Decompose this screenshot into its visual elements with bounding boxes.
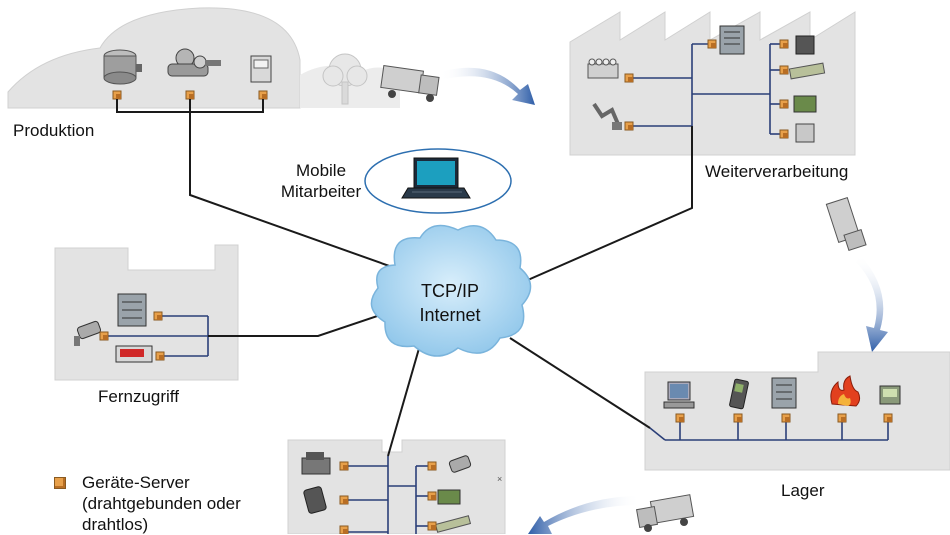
produktion-building bbox=[7, 7, 400, 113]
scanner-icon bbox=[729, 378, 749, 410]
svg-text:×: × bbox=[497, 474, 502, 484]
robot-arm-icon bbox=[592, 102, 622, 130]
cash-register-icon bbox=[301, 452, 331, 475]
network-links bbox=[189, 112, 693, 457]
fernzugriff-label: Fernzugriff bbox=[98, 387, 179, 406]
lager-label: Lager bbox=[781, 481, 825, 500]
laptop-icon bbox=[401, 157, 471, 199]
produktion-label: Produktion bbox=[13, 121, 95, 140]
device-server-icon bbox=[54, 477, 66, 489]
flow-arrow bbox=[528, 496, 640, 534]
meter-icon bbox=[250, 55, 272, 83]
legend-line1: Geräte-Server bbox=[82, 473, 190, 492]
valve-icon bbox=[167, 48, 221, 77]
mobile-label: Mobile Mitarbeiter bbox=[266, 160, 376, 202]
lager-building bbox=[644, 351, 950, 471]
fernzugriff-building bbox=[54, 244, 239, 381]
mobile-label-line1: Mobile bbox=[295, 161, 347, 180]
cloud-label-line1: TCP/IP bbox=[420, 281, 479, 301]
truck-icon bbox=[380, 65, 440, 102]
bottles-icon bbox=[587, 58, 619, 79]
panel-icon bbox=[437, 489, 461, 505]
flow-arrow bbox=[440, 67, 535, 105]
flow-arrow bbox=[856, 255, 888, 352]
truck-icon bbox=[825, 196, 867, 252]
legend-text: Geräte-Server (drahtgebunden oder drahtl… bbox=[82, 472, 342, 535]
weiterverarbeitung-building bbox=[569, 11, 856, 156]
mobile-workers-group bbox=[364, 148, 512, 214]
cloud-label: TCP/IP Internet bbox=[395, 279, 505, 327]
camera-icon bbox=[448, 455, 472, 473]
terminal-icon bbox=[879, 385, 901, 405]
panel-icon bbox=[793, 95, 817, 113]
device-server-icon bbox=[258, 90, 268, 100]
tree-icon bbox=[322, 53, 368, 105]
truck-icon bbox=[635, 494, 695, 532]
mobile-label-line2: Mitarbeiter bbox=[280, 182, 362, 201]
server-icon bbox=[719, 25, 745, 55]
legend-line2: (drahtgebunden oder bbox=[82, 494, 241, 513]
printer-icon bbox=[115, 345, 153, 363]
fire-icon bbox=[830, 375, 861, 407]
device-box-icon bbox=[795, 123, 815, 143]
computer-icon bbox=[663, 381, 695, 409]
internet-cloud bbox=[370, 224, 532, 357]
controller-icon bbox=[795, 35, 815, 55]
tank-icon bbox=[103, 49, 142, 85]
scanner-icon bbox=[303, 486, 327, 514]
device-server-icon bbox=[112, 90, 122, 100]
retail-building: × bbox=[287, 439, 506, 534]
device-server-icon bbox=[185, 90, 195, 100]
din-rail-icon bbox=[788, 62, 826, 80]
cloud-label-line2: Internet bbox=[419, 305, 481, 325]
legend-line3: drahtlos) bbox=[82, 515, 149, 534]
camera-icon bbox=[74, 320, 102, 346]
server-icon bbox=[771, 377, 797, 409]
server-icon bbox=[117, 293, 147, 327]
weiterverarbeitung-label: Weiterverarbeitung bbox=[705, 162, 849, 181]
din-rail-icon bbox=[434, 515, 472, 533]
